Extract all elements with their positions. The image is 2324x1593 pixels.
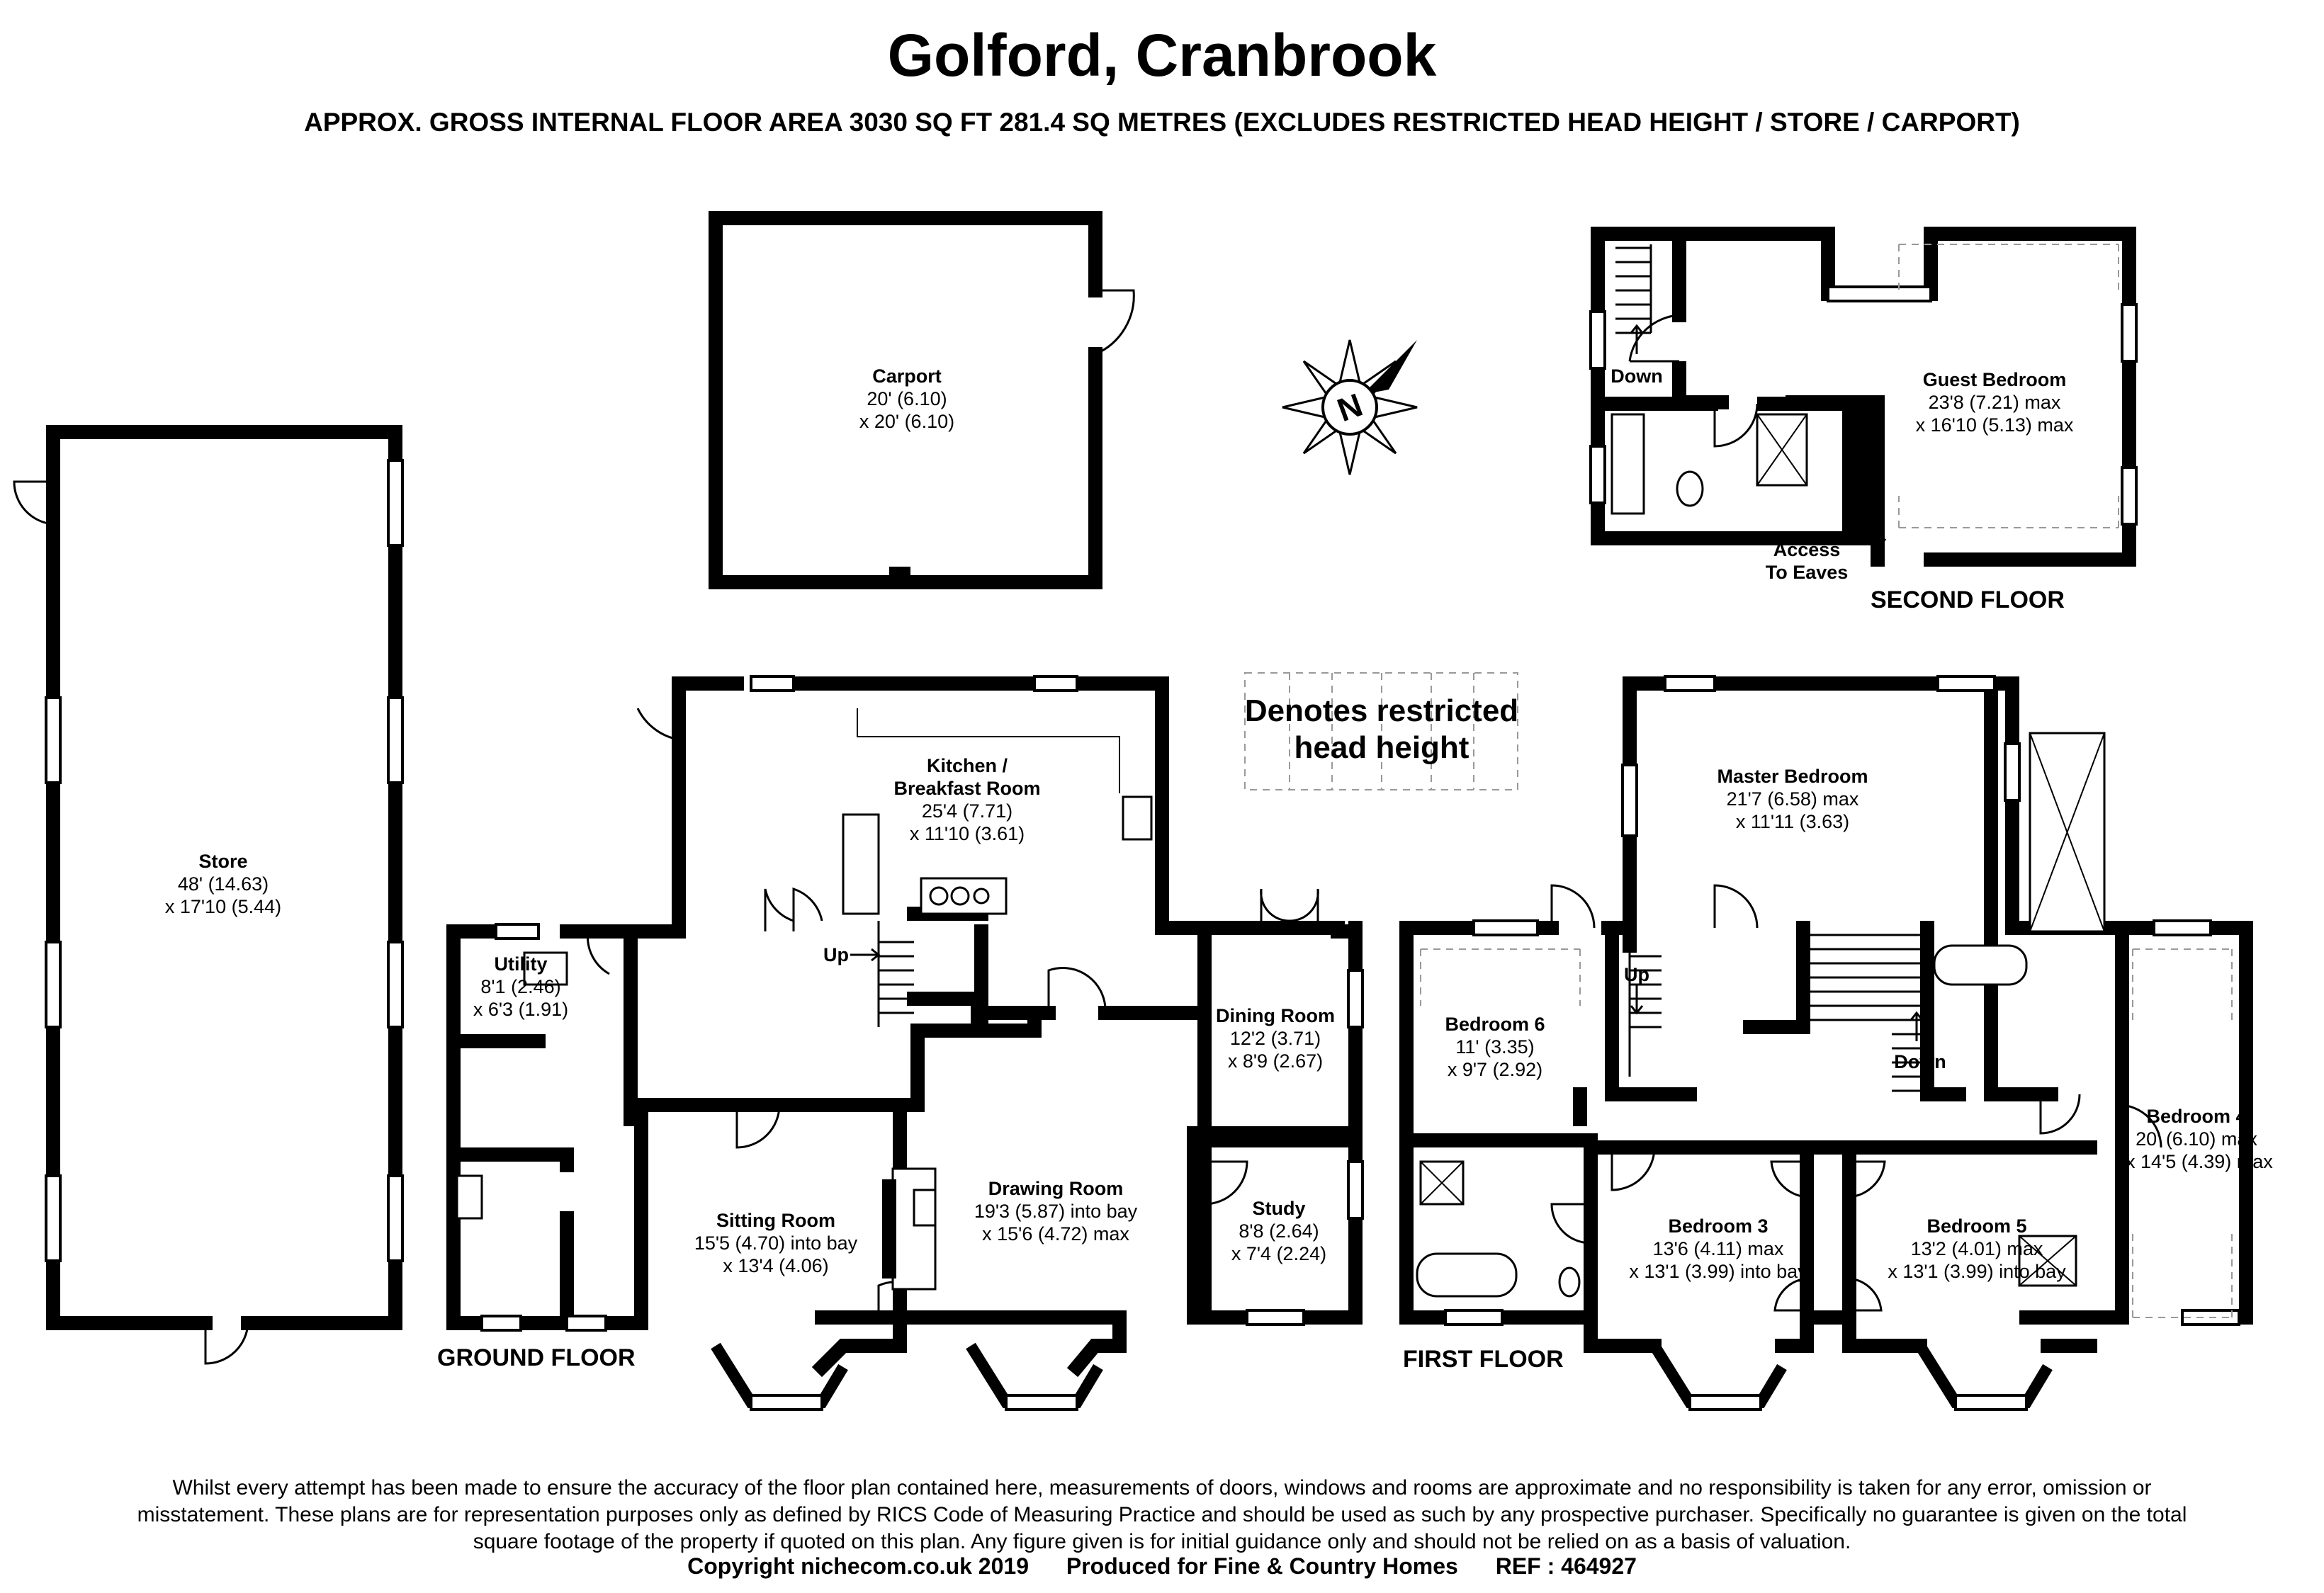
room-drawing: Drawing Room 19'3 (5.87) into bay x 15'6… (942, 1177, 1169, 1245)
room-utility: Utility 8'1 (2.46) x 6'3 (1.91) (461, 953, 581, 1021)
room-dimension: x 13'1 (3.99) into bay (1888, 1261, 2066, 1282)
room-name: Dining Room (1216, 1005, 1335, 1026)
room-dimension: 23'8 (7.21) max (1928, 392, 2061, 413)
room-dimension: 13'2 (4.01) max (1910, 1238, 2043, 1259)
footer-credits: Copyright nichecom.co.uk 2019 Produced f… (0, 1553, 2324, 1580)
stairs-down-label: Down (1611, 365, 1663, 387)
room-dimension: 8'8 (2.64) (1239, 1220, 1319, 1242)
room-dimension: 15'5 (4.70) into bay (694, 1232, 858, 1254)
room-dimension: 13'6 (4.11) max (1652, 1238, 1784, 1259)
second-floor-chimney (1842, 404, 1878, 538)
room-guest-bedroom: Guest Bedroom 23'8 (7.21) max x 16'10 (5… (1892, 368, 2097, 436)
arrows (850, 324, 1924, 1041)
room-name: Master Bedroom (1717, 766, 1868, 787)
room-dimension: x 6'3 (1.91) (473, 999, 569, 1020)
room-name: Store (198, 851, 248, 872)
page-title: Golford, Cranbrook (887, 22, 1437, 89)
dining-study (1197, 924, 1363, 1325)
room-name: Bedroom 5 (1927, 1215, 2027, 1237)
fireplace (882, 1179, 896, 1279)
room-dimension: 25'4 (7.71) (921, 800, 1013, 822)
stairs-up-label: Up (823, 944, 849, 965)
room-name: Guest Bedroom (1922, 369, 2067, 390)
stairs-up-label: Up (1624, 964, 1649, 985)
room-dimension: 19'3 (5.87) into bay (974, 1201, 1138, 1222)
carport-post (889, 567, 910, 584)
room-name: Breakfast Room (893, 778, 1041, 799)
room-dimension: x 13'1 (3.99) into bay (1629, 1261, 1807, 1282)
room-dimension: x 17'10 (5.44) (164, 896, 282, 917)
room-dimension: x 16'10 (5.13) max (1915, 414, 2074, 436)
room-dimension: 8'1 (2.46) (480, 976, 561, 997)
room-dimension: x 8'9 (2.67) (1227, 1050, 1324, 1072)
reference-number: REF : 464927 (1495, 1553, 1637, 1579)
room-bedroom-3: Bedroom 3 13'6 (4.11) max x 13'1 (3.99) … (1615, 1215, 1821, 1283)
restricted-head-height-legend: Denotes restricted head height (1244, 693, 1519, 765)
room-name: Sitting Room (716, 1210, 835, 1231)
disclaimer-text: Whilst every attempt has been made to en… (137, 1476, 2187, 1553)
room-dimension: 21'7 (6.58) max (1726, 788, 1859, 810)
room-dimension: x 15'6 (4.72) max (982, 1223, 1129, 1245)
room-sitting: Sitting Room 15'5 (4.70) into bay x 13'4… (666, 1209, 886, 1277)
note-line: Access (1773, 539, 1841, 560)
bays (711, 1342, 2053, 1408)
room-bedroom-5: Bedroom 5 13'2 (4.01) max x 13'1 (3.99) … (1874, 1215, 2080, 1283)
room-dimension: x 7'4 (2.24) (1231, 1243, 1327, 1264)
copyright-text: Copyright nichecom.co.uk 2019 (687, 1553, 1029, 1579)
room-name: Bedroom 4 (2146, 1106, 2247, 1127)
room-dimension: x 20' (6.10) (859, 411, 955, 432)
room-dining: Dining Room 12'2 (3.71) x 8'9 (2.67) (1197, 1004, 1353, 1072)
windows (45, 285, 2240, 1411)
room-dimension: x 11'10 (3.61) (909, 823, 1025, 844)
first-floor-label: FIRST FLOOR (1403, 1346, 1564, 1373)
produced-for-text: Produced for Fine & Country Homes (1066, 1553, 1458, 1579)
room-dimension: x 13'4 (4.06) (723, 1255, 829, 1276)
room-store: Store 48' (14.63) x 17'10 (5.44) (85, 850, 361, 918)
room-name: Bedroom 6 (1445, 1014, 1545, 1035)
second-floor-label: SECOND FLOOR (1871, 586, 2065, 613)
access-to-eaves-label: Access To Eaves (1750, 538, 1863, 584)
walls (46, 211, 1363, 1378)
room-name: Drawing Room (988, 1178, 1124, 1199)
room-dimension: x 11'11 (3.63) (1735, 811, 1850, 832)
stairs-down-label: Down (1894, 1051, 1946, 1072)
room-dimension: 20' (6.10) max (2136, 1128, 2257, 1150)
note-line: To Eaves (1765, 562, 1849, 583)
room-name: Study (1252, 1198, 1306, 1219)
room-bedroom-4: Bedroom 4 20' (6.10) max x 14'5 (4.39) m… (2126, 1105, 2273, 1173)
room-name: Bedroom 3 (1668, 1215, 1769, 1237)
fixture-lines (857, 414, 2105, 1286)
sitting-drawing-walls (634, 1006, 1212, 1378)
room-dimension: x 9'7 (2.92) (1447, 1059, 1543, 1080)
kitchen-inner (907, 907, 1042, 1038)
utility-inner (446, 1034, 574, 1330)
stairs (877, 244, 1927, 1092)
doors (13, 289, 2162, 1365)
room-name: Kitchen / (926, 755, 1008, 776)
room-carport: Carport 20' (6.10) x 20' (6.10) (765, 365, 1049, 433)
page-subtitle: APPROX. GROSS INTERNAL FLOOR AREA 3030 S… (304, 108, 2020, 137)
room-dimension: 11' (3.35) (1455, 1036, 1535, 1058)
ground-floor-label: GROUND FLOOR (437, 1344, 636, 1371)
room-study: Study 8'8 (2.64) x 7'4 (2.24) (1215, 1197, 1343, 1265)
room-dimension: 48' (14.63) (177, 873, 269, 895)
room-bedroom-6: Bedroom 6 11' (3.35) x 9'7 (2.92) (1424, 1013, 1566, 1081)
room-master-bedroom: Master Bedroom 21'7 (6.58) max x 11'11 (… (1693, 765, 1892, 833)
room-kitchen: Kitchen / Breakfast Room 25'4 (7.71) x 1… (825, 754, 1109, 845)
room-dimension: 20' (6.10) (867, 388, 947, 409)
room-name: Utility (494, 953, 548, 975)
room-dimension: 12'2 (3.71) (1229, 1028, 1321, 1049)
compass-icon (1282, 339, 1418, 475)
restricted-head-height (1244, 244, 2233, 1318)
room-dimension: x 14'5 (4.39) max (2126, 1151, 2273, 1172)
room-name: Carport (872, 365, 942, 387)
